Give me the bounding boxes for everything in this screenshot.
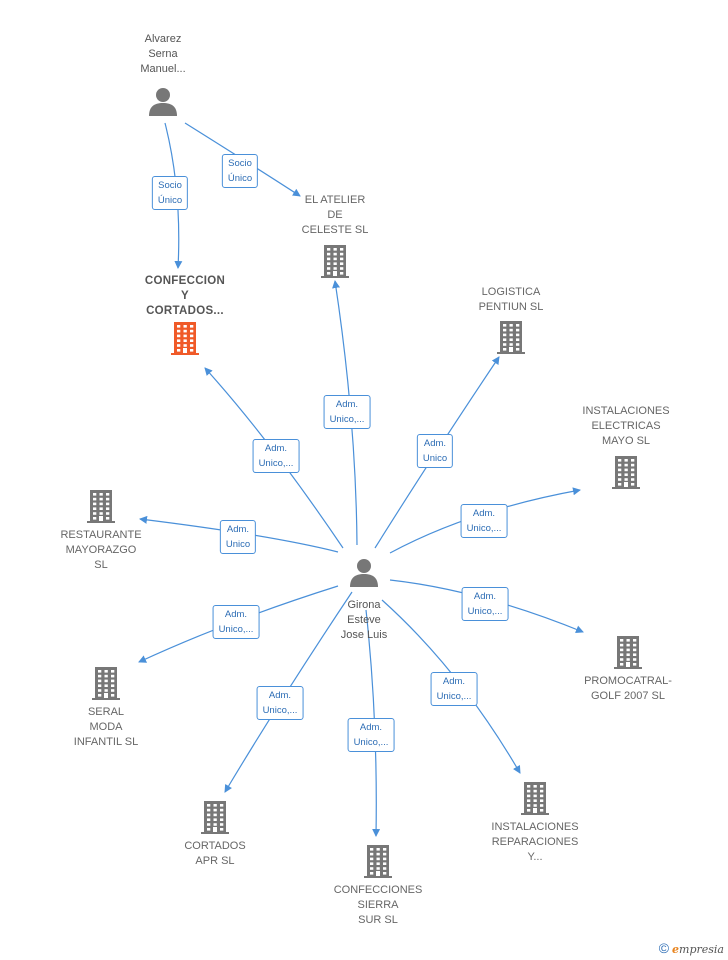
edge-label-center-to-seral[interactable]: Adm. Unico,... bbox=[212, 605, 260, 639]
building-icon[interactable] bbox=[83, 488, 119, 524]
node-label-instrep[interactable]: INSTALACIONES REPARACIONES Y... bbox=[491, 821, 579, 863]
edge-label-center-to-promocatral[interactable]: Adm. Unico,... bbox=[461, 587, 509, 621]
node-label-restaurante[interactable]: RESTAURANTE MAYORAZGO SL bbox=[60, 529, 142, 571]
building-icon[interactable] bbox=[197, 799, 233, 835]
node-label-seral[interactable]: SERAL MODA INFANTIL SL bbox=[73, 706, 139, 748]
edge-label-center-to-instrep[interactable]: Adm. Unico,... bbox=[430, 672, 478, 706]
node-label-sierra[interactable]: CONFECCIONES SIERRA SUR SL bbox=[333, 884, 423, 926]
copyright-icon: © bbox=[658, 940, 670, 956]
node-label-instelec[interactable]: INSTALACIONES ELECTRICAS MAYO SL bbox=[582, 405, 670, 447]
node-label-logistica[interactable]: LOGISTICA PENTIUN SL bbox=[478, 286, 544, 313]
edge-label-center-to-confeccion[interactable]: Adm. Unico,... bbox=[252, 439, 300, 473]
edge-label-center-to-restaurante[interactable]: Adm. Unico bbox=[219, 520, 257, 554]
building-icon[interactable] bbox=[517, 780, 553, 816]
building-icon[interactable] bbox=[317, 243, 353, 279]
building-icon[interactable] bbox=[608, 454, 644, 490]
building-icon[interactable] bbox=[493, 319, 529, 355]
edge-label-alvarez-to-atelier[interactable]: Socio Único bbox=[221, 154, 259, 188]
brand-name: empresia bbox=[672, 943, 724, 956]
building-icon[interactable] bbox=[360, 843, 396, 879]
node-label-promocatral[interactable]: PROMOCATRAL- GOLF 2007 SL bbox=[584, 675, 672, 702]
node-label-alvarez[interactable]: Alvarez Serna Manuel... bbox=[140, 33, 186, 75]
building-icon[interactable] bbox=[167, 320, 203, 356]
footer-brand: ©empresia bbox=[659, 940, 724, 956]
building-icon[interactable] bbox=[88, 665, 124, 701]
edge-label-center-to-instelec[interactable]: Adm. Unico,... bbox=[460, 504, 508, 538]
node-label-center[interactable]: Girona Esteve Jose Luis bbox=[340, 599, 388, 641]
edge-label-center-to-atelier[interactable]: Adm. Unico,... bbox=[323, 395, 371, 429]
edge-label-center-to-sierra[interactable]: Adm. Unico,... bbox=[347, 718, 395, 752]
edge-label-center-to-cortados[interactable]: Adm. Unico,... bbox=[256, 686, 304, 720]
building-icon[interactable] bbox=[610, 634, 646, 670]
edge-label-alvarez-to-confeccion[interactable]: Socio Único bbox=[151, 176, 189, 210]
person-icon[interactable] bbox=[346, 555, 382, 591]
edge-label-center-to-logistica[interactable]: Adm. Unico bbox=[416, 434, 454, 468]
person-icon[interactable] bbox=[145, 84, 181, 120]
node-label-confeccion[interactable]: CONFECCION Y CORTADOS... bbox=[144, 275, 226, 317]
node-label-cortados[interactable]: CORTADOS APR SL bbox=[184, 840, 246, 867]
node-label-atelier[interactable]: EL ATELIER DE CELESTE SL bbox=[301, 194, 369, 236]
